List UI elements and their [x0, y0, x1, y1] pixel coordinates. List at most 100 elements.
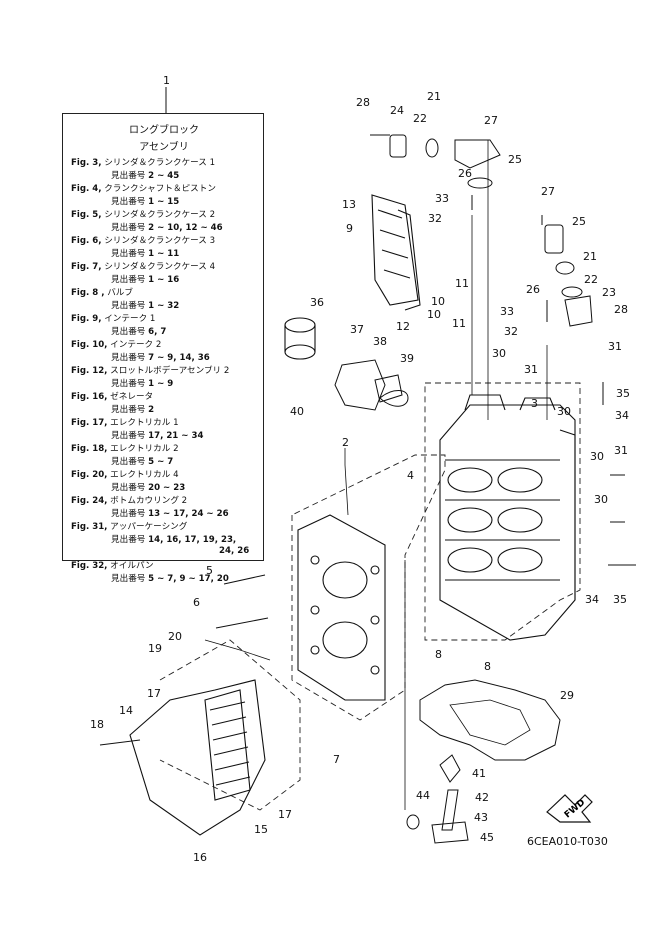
reference-fig-number: Fig. 32, [71, 561, 108, 571]
part-callout-6: 6 [193, 596, 200, 609]
part-callout-25: 25 [508, 153, 522, 166]
part-callout-29: 29 [560, 689, 574, 702]
reference-fig-line: Fig. 7, シリンダ＆クランクケース 4 [71, 260, 215, 272]
reference-fig-number: Fig. 5, [71, 210, 102, 220]
part-callout-10: 10 [427, 308, 441, 321]
reference-prefix: 見出番号 [111, 431, 149, 441]
part-callout-10: 10 [431, 295, 445, 308]
part-callout-44: 44 [416, 789, 430, 802]
part-callout-2: 2 [342, 436, 349, 449]
part-callout-37: 37 [350, 323, 364, 336]
reference-fig-line: Fig. 10, インテーク 2 [71, 338, 161, 350]
part-callout-30: 30 [492, 347, 506, 360]
reference-fig-number: Fig. 10, [71, 340, 108, 350]
reference-fig-number: Fig. 31, [71, 522, 108, 532]
reference-fig-line: Fig. 12, スロットルボデーアセンブリ 2 [71, 364, 229, 376]
reference-fig-name: アッパーケーシング [107, 522, 188, 532]
reference-fig-line: Fig. 20, エレクトリカル 4 [71, 468, 179, 480]
reference-fig-name: バルブ [104, 288, 133, 298]
part-callout-34: 34 [585, 593, 599, 606]
part-callout-17: 17 [278, 808, 292, 821]
legend-title-line2: アセンブリ [139, 142, 189, 153]
reference-item-numbers: 見出番号 2 [111, 403, 154, 415]
reference-numbers: 1 ~ 9 [148, 379, 174, 389]
part-callout-3: 3 [531, 397, 538, 410]
reference-item-numbers: 見出番号 1 ~ 16 [111, 273, 179, 285]
assembly-outline [159, 382, 581, 811]
cylinder-block [439, 394, 576, 641]
part-callout-31: 31 [524, 363, 538, 376]
part-callout-33: 33 [500, 305, 514, 318]
reference-fig-name: シリンダ＆クランクケース 3 [101, 236, 216, 246]
leader-lines [204, 140, 548, 810]
part-callout-17: 17 [147, 687, 161, 700]
reference-fig-name: スロットルボデーアセンブリ 2 [107, 366, 230, 376]
reference-numbers: 1 ~ 16 [148, 275, 180, 285]
reference-fig-line: Fig. 9, インテーク 1 [71, 312, 155, 324]
reference-item-numbers: 見出番号 1 ~ 9 [111, 377, 173, 389]
reference-fig-line: Fig. 6, シリンダ＆クランクケース 3 [71, 234, 215, 246]
oil-filter [284, 317, 316, 360]
reference-fig-number: Fig. 6, [71, 236, 102, 246]
reference-prefix: 見出番号 [111, 249, 149, 259]
reference-fig-number: Fig. 8 , [71, 288, 105, 298]
reference-fig-number: Fig. 17, [71, 418, 108, 428]
reference-fig-number: Fig. 7, [71, 262, 102, 272]
reference-fig-number: Fig. 16, [71, 392, 108, 402]
part-callout-21: 21 [427, 90, 441, 103]
reference-numbers: 7 ~ 9, 14, 36 [148, 353, 210, 363]
reference-numbers: 17, 21 ~ 34 [148, 431, 204, 441]
reference-prefix: 見出番号 [111, 405, 149, 415]
reference-item-numbers: 見出番号 5 ~ 7, 9 ~ 17, 20 [111, 572, 229, 584]
reference-item-numbers: 見出番号 13 ~ 17, 24 ~ 26 [111, 507, 229, 519]
reference-fig-line: Fig. 31, アッパーケーシング [71, 520, 187, 532]
reference-item-numbers: 見出番号 2 ~ 45 [111, 169, 179, 181]
part-callout-39: 39 [400, 352, 414, 365]
reference-item-numbers: 見出番号 1 ~ 11 [111, 247, 179, 259]
bolts [99, 134, 636, 746]
part-callout-14: 14 [119, 704, 133, 717]
cylinder-cover [129, 679, 266, 836]
reference-fig-name: インテーク 1 [101, 314, 156, 324]
reference-numbers: 2 ~ 10, 12 ~ 46 [148, 223, 223, 233]
reference-item-numbers: 見出番号 2 ~ 10, 12 ~ 46 [111, 221, 223, 233]
reference-prefix: 見出番号 [111, 171, 149, 181]
part-callout-9: 9 [346, 222, 353, 235]
gasket [419, 679, 561, 761]
reference-prefix: 見出番号 [111, 353, 149, 363]
part-callout-31: 31 [608, 340, 622, 353]
part-callout-33: 33 [435, 192, 449, 205]
reference-fig-line: Fig. 18, エレクトリカル 2 [71, 442, 179, 454]
reference-fig-number: Fig. 24, [71, 496, 108, 506]
reference-prefix: 見出番号 [111, 327, 149, 337]
part-callout-36: 36 [310, 296, 324, 309]
reference-fig-number: Fig. 9, [71, 314, 102, 324]
part-callout-22: 22 [584, 273, 598, 286]
thermostat-group [389, 134, 593, 327]
reference-prefix: 見出番号 [111, 509, 149, 519]
part-callout-8: 8 [484, 660, 491, 673]
part-callout-43: 43 [474, 811, 488, 824]
part-callout-34: 34 [615, 409, 629, 422]
part-callout-41: 41 [472, 767, 486, 780]
part-callout-45: 45 [480, 831, 494, 844]
reference-fig-name: オイルパン [107, 561, 154, 571]
part-callout-42: 42 [475, 791, 489, 804]
fuel-pump [334, 359, 409, 411]
reference-fig-name: ゼネレータ [107, 392, 154, 402]
part-callout-19: 19 [148, 642, 162, 655]
reference-fig-name: インテーク 2 [107, 340, 162, 350]
reference-fig-name: エレクトリカル 2 [107, 444, 179, 454]
part-callout-23: 23 [602, 286, 616, 299]
reference-item-numbers: 見出番号 1 ~ 15 [111, 195, 179, 207]
reference-prefix: 見出番号 [111, 535, 149, 545]
reference-fig-line: Fig. 16, ゼネレータ [71, 390, 153, 402]
reference-numbers: 2 [148, 405, 155, 415]
part-callouts: 2345678891010111112131415161717181920212… [90, 90, 630, 864]
reference-fig-line: Fig. 3, シリンダ＆クランクケース 1 [71, 156, 215, 168]
part-callout-25: 25 [572, 215, 586, 228]
reference-item-numbers: 見出番号 7 ~ 9, 14, 36 [111, 351, 210, 363]
reference-numbers: 20 ~ 23 [148, 483, 186, 493]
